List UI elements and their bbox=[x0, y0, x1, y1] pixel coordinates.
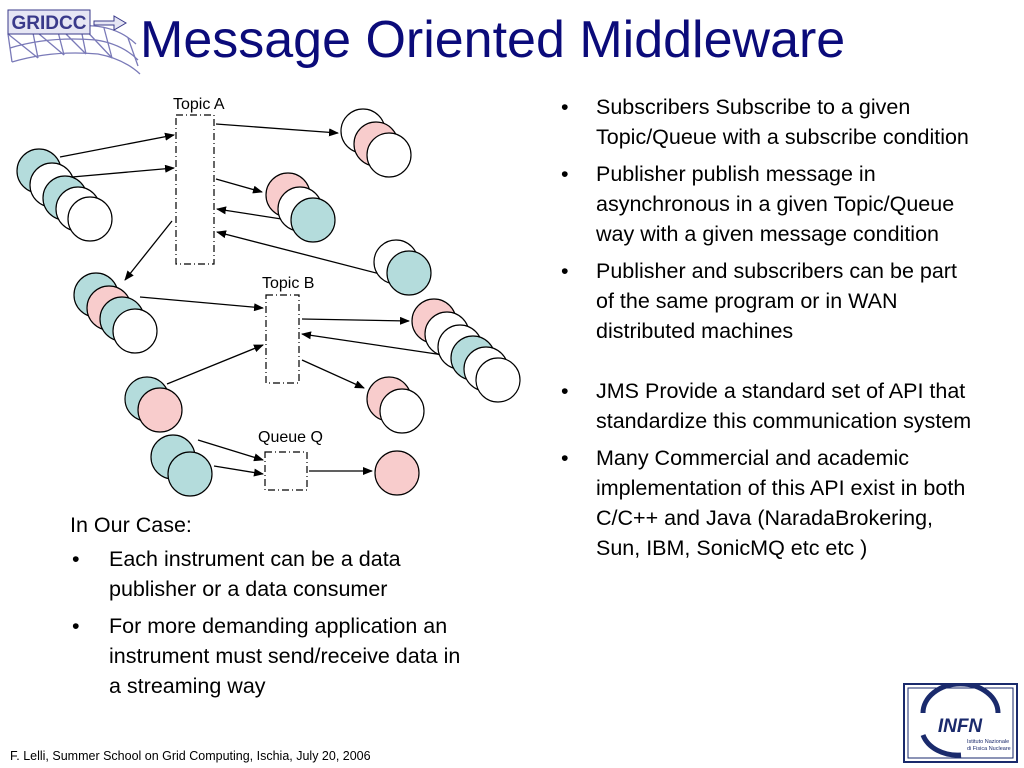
in-our-case-section: In Our Case: Each instrument can be a da… bbox=[70, 510, 470, 708]
arrow-topic-b-sub5 bbox=[301, 359, 365, 389]
infn-logo-text: INFN bbox=[938, 716, 984, 737]
bullet-item: Many Commercial and academic implementat… bbox=[556, 443, 976, 563]
topic-b-label: Topic B bbox=[262, 275, 314, 292]
bullet-item: JMS Provide a standard set of API that s… bbox=[556, 376, 976, 436]
footer-citation: F. Lelli, Summer School on Grid Computin… bbox=[10, 749, 371, 763]
message-arrows bbox=[59, 123, 451, 477]
topic-b-box bbox=[265, 294, 300, 384]
arrow-pub6-topic-b bbox=[301, 331, 451, 357]
arrow-topic-b-sub4 bbox=[301, 316, 410, 325]
arrow-pub9-queue bbox=[213, 465, 264, 477]
client-node bbox=[386, 250, 432, 296]
arrow-topic-a-sub3 bbox=[124, 220, 173, 281]
arrow-pub7-topic-b bbox=[166, 344, 264, 385]
client-node bbox=[290, 197, 336, 243]
arrow-pub8-queue bbox=[197, 439, 264, 462]
client-node bbox=[112, 308, 158, 354]
client-node bbox=[379, 388, 425, 434]
right-bullet-list: Subscribers Subscribe to a given Topic/Q… bbox=[556, 92, 976, 570]
case-bullet-item: For more demanding application an instru… bbox=[70, 611, 470, 701]
bullet-item: Subscribers Subscribe to a given Topic/Q… bbox=[556, 92, 976, 152]
infn-logo-subtitle-2: di Fisica Nucleare bbox=[967, 746, 1011, 752]
client-node bbox=[137, 387, 183, 433]
arrow-topic-a-sub1 bbox=[215, 123, 339, 137]
case-heading: In Our Case: bbox=[70, 513, 192, 537]
queue-q-box bbox=[264, 451, 308, 491]
infn-logo-subtitle-1: Istituto Nazionale bbox=[967, 739, 1009, 745]
arrow-pub4-topic-a bbox=[216, 230, 385, 276]
client-node bbox=[67, 196, 113, 242]
arrow-icon bbox=[93, 15, 127, 31]
client-node bbox=[374, 450, 420, 496]
infn-arc-icon bbox=[920, 683, 1001, 758]
case-bullet-item: Each instrument can be a data publisher … bbox=[70, 544, 470, 604]
gridcc-logo: GRIDCC bbox=[7, 9, 141, 75]
arrow-pub2-topic-a bbox=[71, 164, 175, 178]
infn-logo: INFN Istituto Nazionale di Fisica Nuclea… bbox=[903, 683, 1018, 763]
gridcc-logo-text: GRIDCC bbox=[12, 13, 87, 34]
arrow-topic-a-sub2 bbox=[215, 178, 263, 194]
topic-a-box bbox=[175, 114, 215, 265]
topic-a-label: Topic A bbox=[173, 96, 225, 113]
bullet-item: Publisher publish message in asynchronou… bbox=[556, 159, 976, 249]
arrow-pub5-topic-b bbox=[139, 296, 264, 312]
publish-subscribe-diagram: Topic A Topic B Queue Q bbox=[16, 96, 521, 497]
slide-title: Message Oriented Middleware bbox=[140, 11, 846, 69]
bullet-item: Publisher and subscribers can be part of… bbox=[556, 256, 976, 346]
queue-q-label: Queue Q bbox=[258, 429, 323, 446]
client-node bbox=[366, 132, 412, 178]
client-nodes bbox=[16, 108, 521, 497]
client-node bbox=[475, 357, 521, 403]
client-node bbox=[167, 451, 213, 497]
arrow-pub1-topic-a bbox=[59, 132, 175, 158]
